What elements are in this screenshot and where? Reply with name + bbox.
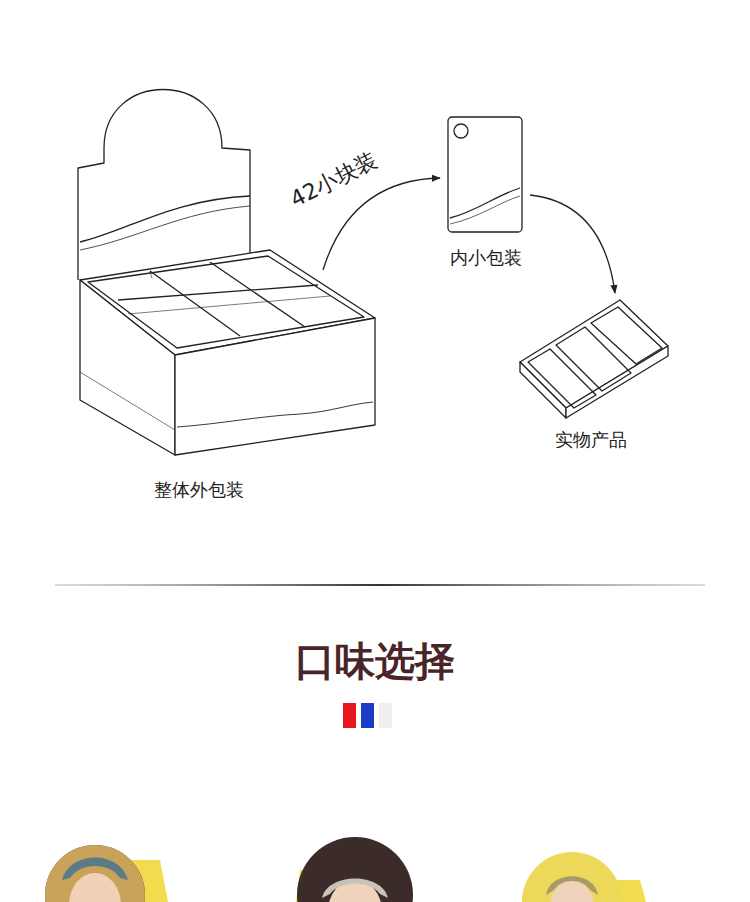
caption: 整体外包装 — [152, 478, 246, 502]
illustration-node: 内小包装 — [440, 110, 532, 275]
divider-line — [55, 584, 705, 586]
flow-arrow — [530, 195, 615, 293]
illustration-node: 实物产品 — [515, 295, 673, 455]
flag-mark — [343, 703, 392, 728]
display-box-drawing — [78, 90, 668, 456]
caption: 内小包装 — [448, 246, 524, 270]
section-title: 口味选择 — [0, 634, 750, 689]
caption: 实物产品 — [553, 428, 629, 452]
edge-label: 42小块装 — [283, 144, 386, 216]
product-photo — [40, 837, 646, 902]
illustration-node: 整体外包装 — [75, 90, 385, 510]
